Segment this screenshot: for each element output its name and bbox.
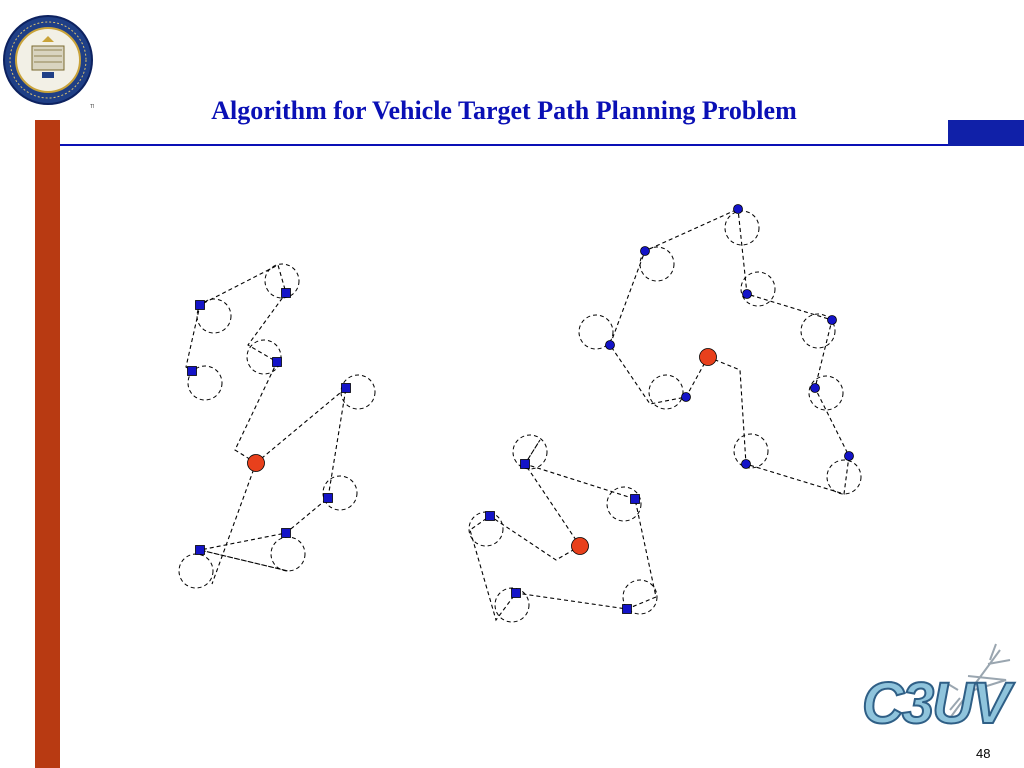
accent-bar	[35, 120, 60, 768]
left-tour-turn-circle	[264, 263, 300, 299]
right-tour-turn-circle	[800, 313, 836, 349]
target-marker	[511, 588, 521, 598]
target-marker	[681, 392, 691, 402]
depot-marker	[247, 454, 265, 472]
bottom-tour-turn-circle	[606, 486, 642, 522]
svg-text:TM: TM	[90, 104, 94, 110]
bottom-tour-path	[469, 439, 657, 622]
target-marker	[195, 545, 205, 555]
right-tour-turn-circle	[578, 314, 614, 350]
left-tour-path	[185, 264, 287, 464]
right-tour-turn-circle	[724, 210, 760, 246]
target-marker	[281, 528, 291, 538]
left-tour-path	[199, 386, 347, 572]
target-marker	[827, 315, 837, 325]
depot-marker	[699, 348, 717, 366]
title-rule	[60, 144, 948, 146]
target-marker	[640, 246, 650, 256]
left-tour-turn-circle	[322, 475, 358, 511]
target-marker	[281, 288, 291, 298]
bottom-tour-turn-circle	[494, 587, 530, 623]
left-tour-turn-circle	[187, 365, 223, 401]
right-tour-turn-circle	[648, 374, 684, 410]
target-marker	[605, 340, 615, 350]
target-marker	[195, 300, 205, 310]
target-marker	[323, 493, 333, 503]
right-tour-path	[609, 208, 739, 405]
depot-marker	[571, 537, 589, 555]
c3uv-logo: C3UV	[861, 671, 1012, 737]
target-marker	[630, 494, 640, 504]
target-marker	[733, 204, 743, 214]
left-tour-path	[211, 462, 257, 585]
left-tour-turn-circle	[340, 374, 376, 410]
right-tour-turn-circle	[808, 375, 844, 411]
bottom-tour-turn-circle	[512, 434, 548, 470]
page-number: 48	[976, 746, 991, 761]
right-tour-path	[707, 208, 850, 495]
bottom-tour-turn-circle	[622, 579, 658, 615]
university-seal-icon: TM	[3, 15, 94, 110]
right-tour-turn-circle	[733, 433, 769, 469]
target-marker	[187, 366, 197, 376]
target-marker	[520, 459, 530, 469]
slide-title: Algorithm for Vehicle Target Path Planni…	[211, 96, 797, 125]
left-tour-turn-circle	[246, 339, 282, 375]
right-tour-turn-circle	[826, 459, 862, 495]
target-marker	[485, 511, 495, 521]
left-tour-turn-circle	[178, 553, 214, 589]
target-marker	[844, 451, 854, 461]
target-marker	[341, 383, 351, 393]
left-tour-turn-circle	[270, 536, 306, 572]
right-tour-turn-circle	[740, 271, 776, 307]
airplane-icon	[947, 643, 1011, 719]
target-marker	[742, 289, 752, 299]
corner-block	[948, 120, 1024, 146]
target-marker	[810, 383, 820, 393]
left-tour-turn-circle	[196, 298, 232, 334]
target-marker	[622, 604, 632, 614]
target-marker	[272, 357, 282, 367]
right-tour-turn-circle	[639, 246, 675, 282]
target-marker	[741, 459, 751, 469]
